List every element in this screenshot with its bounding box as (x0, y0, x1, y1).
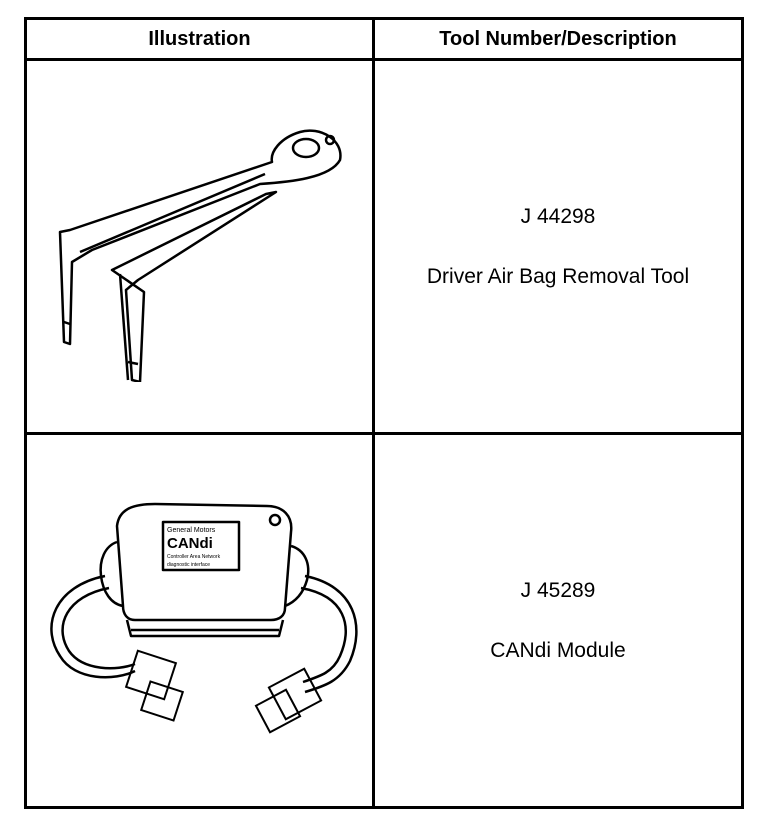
air-bag-removal-tool-drawing (58, 128, 342, 382)
tool-table: Illustration Tool Number/Description (24, 17, 744, 809)
module-label-sub2: diagnostic interface (167, 562, 210, 568)
description-cell: J 45289 CANdi Module (372, 432, 744, 809)
table-row: J 44298 Driver Air Bag Removal Tool (24, 58, 744, 435)
table-row: General Motors CANdi Controller Area Net… (24, 432, 744, 809)
module-label-brand: CANdi (167, 535, 213, 552)
candi-module-drawing: General Motors CANdi Controller Area Net… (49, 502, 358, 734)
module-label-sub1: Controller Area Network (167, 554, 221, 560)
tool-number: J 45289 (520, 578, 596, 602)
illustration-cell (24, 58, 375, 435)
module-label-maker: General Motors (167, 527, 216, 534)
description-cell: J 44298 Driver Air Bag Removal Tool (372, 58, 744, 435)
illustration-cell: General Motors CANdi Controller Area Net… (24, 432, 375, 809)
tool-description: CANdi Module (490, 638, 626, 662)
tool-description: Driver Air Bag Removal Tool (426, 264, 690, 288)
tool-number: J 44298 (520, 204, 596, 228)
header-illustration: Illustration (24, 17, 375, 61)
header-tool-number-description: Tool Number/Description (372, 17, 744, 61)
header-row: Illustration Tool Number/Description (24, 17, 744, 61)
